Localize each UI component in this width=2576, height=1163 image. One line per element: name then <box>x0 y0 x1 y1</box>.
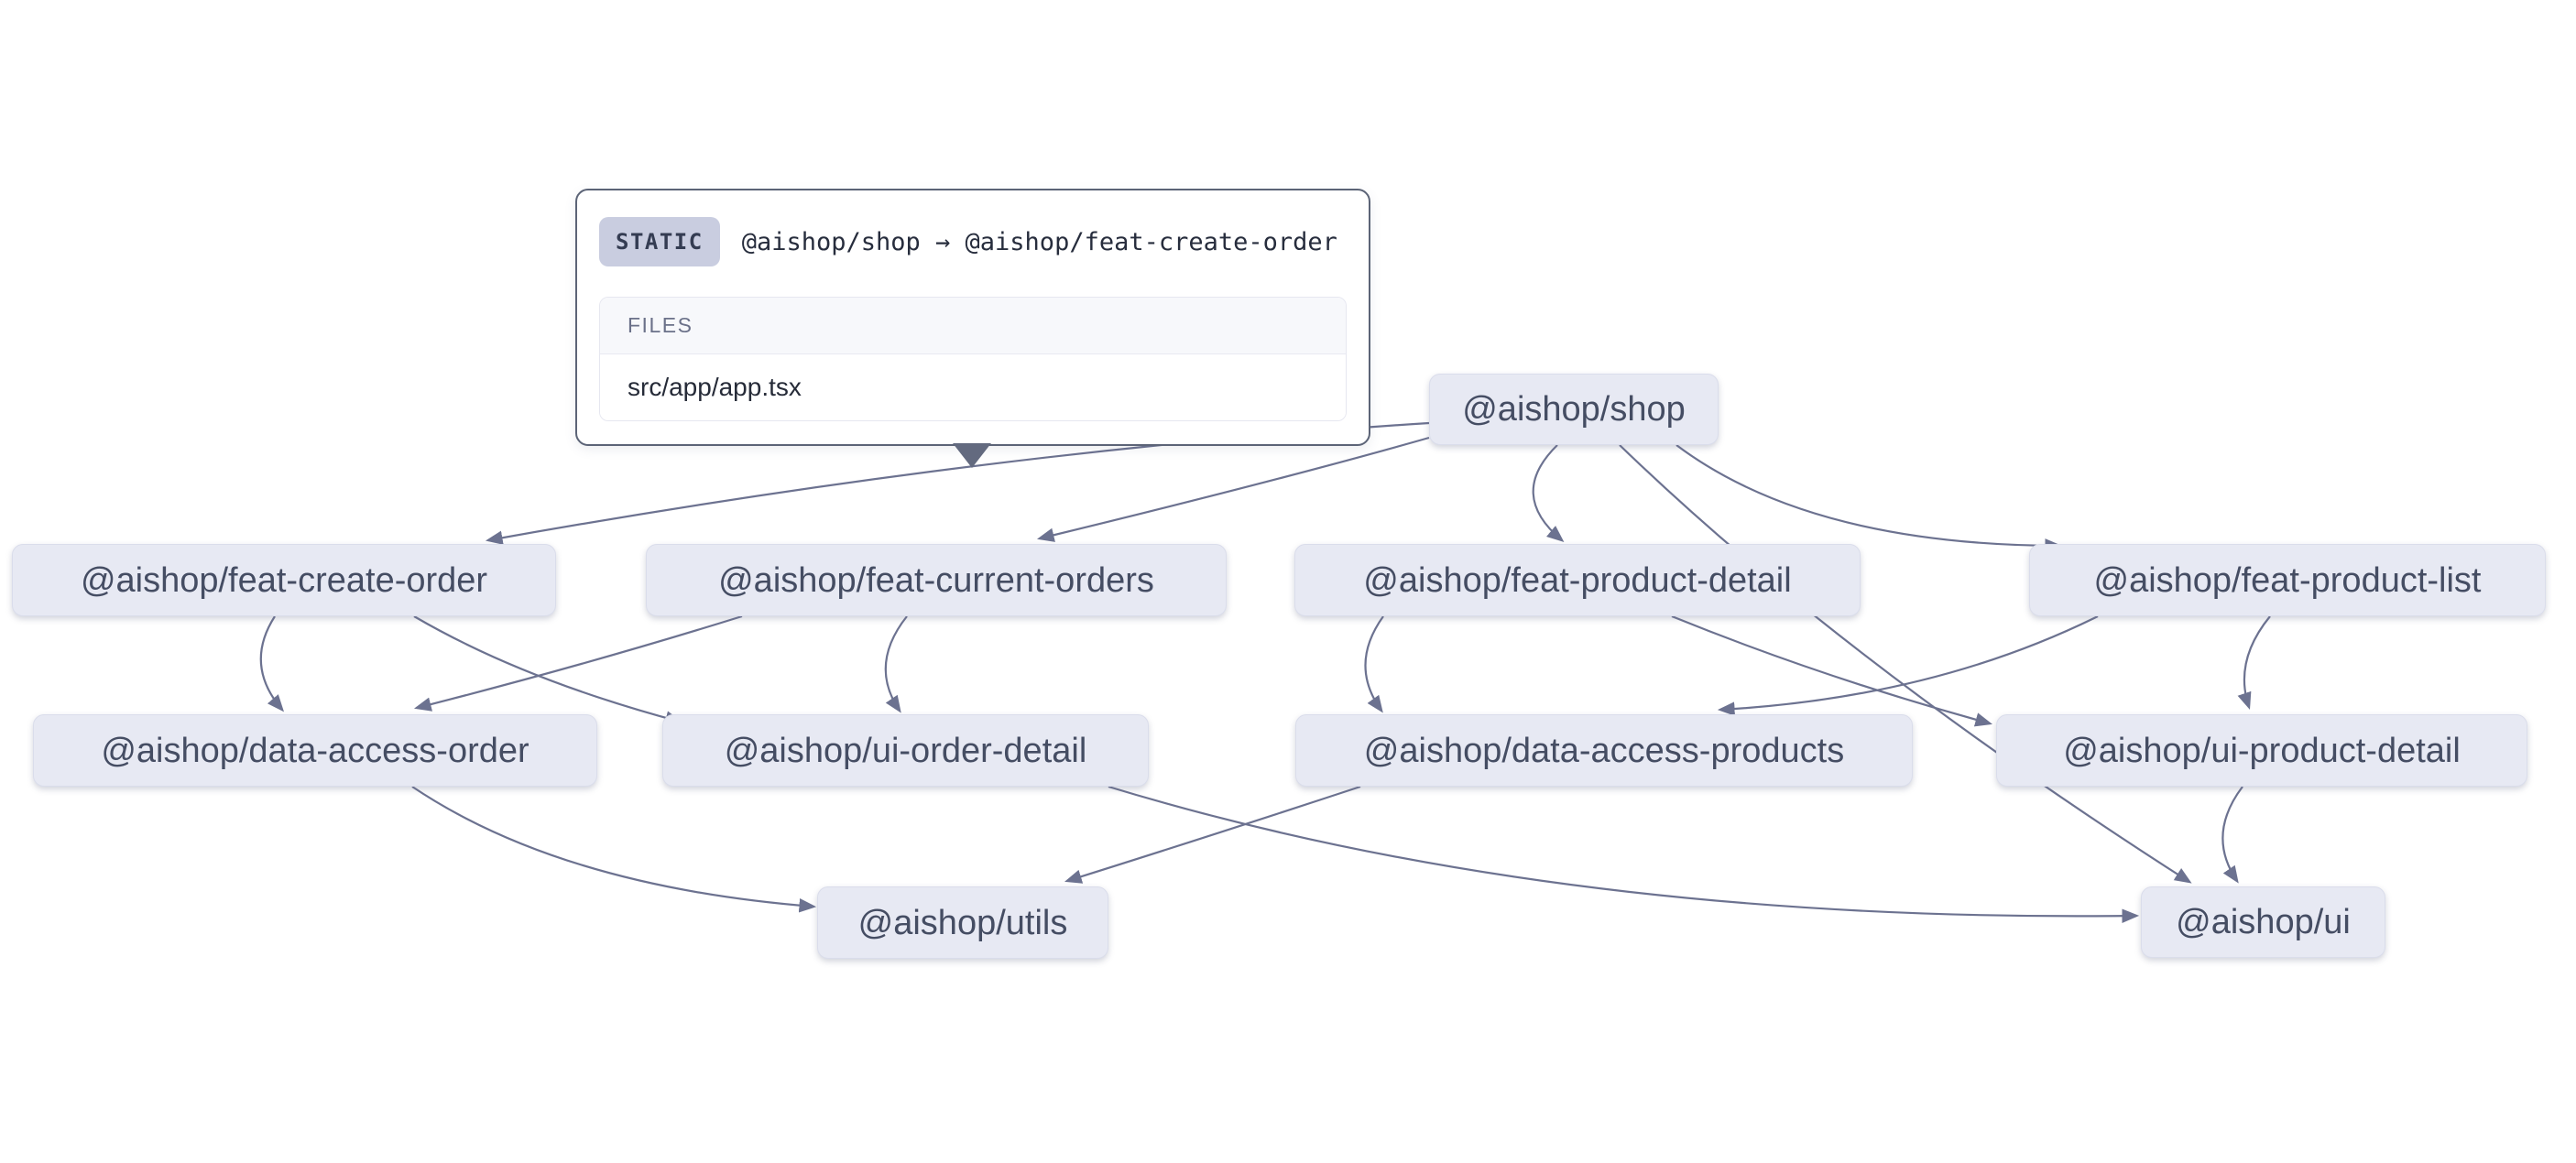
edge-feat-product-detail-to-ui-product-detail[interactable] <box>1671 614 1993 727</box>
graph-node-feat-product-detail[interactable]: @aishop/feat-product-detail <box>1294 544 1861 616</box>
tooltip-pointer-icon <box>953 443 991 468</box>
file-item: src/app/app.tsx <box>600 354 1346 420</box>
edge-shop-to-ui[interactable] <box>1619 444 2192 884</box>
edge-tooltip-content: STATIC @aishop/shop → @aishop/feat-creat… <box>577 190 1369 443</box>
edge-data-access-products-to-utils[interactable] <box>1064 785 1361 884</box>
files-list: src/app/app.tsx <box>600 354 1346 420</box>
edge-feat-create-order-to-data-access-order[interactable] <box>259 615 285 712</box>
graph-node-feat-product-list[interactable]: @aishop/feat-product-list <box>2029 544 2546 616</box>
edge-shop-to-feat-product-list[interactable] <box>1675 444 2063 553</box>
edge-label: @aishop/shop → @aishop/feat-create-order <box>741 227 1337 256</box>
edge-type-badge: STATIC <box>599 217 720 266</box>
edge-feat-current-orders-to-data-access-order[interactable] <box>413 614 743 712</box>
edge-shop-to-feat-current-orders[interactable] <box>1036 436 1430 542</box>
files-panel: FILES src/app/app.tsx <box>599 297 1347 421</box>
edge-feat-product-detail-to-data-access-products[interactable] <box>1364 615 1384 713</box>
graph-node-utils[interactable]: @aishop/utils <box>817 886 1108 959</box>
edge-tooltip-header: STATIC @aishop/shop → @aishop/feat-creat… <box>599 212 1347 271</box>
edge-tooltip: STATIC @aishop/shop → @aishop/feat-creat… <box>575 189 1370 446</box>
graph-node-feat-create-order[interactable]: @aishop/feat-create-order <box>12 544 556 616</box>
graph-node-data-access-products[interactable]: @aishop/data-access-products <box>1295 714 1913 787</box>
edge-ui-product-detail-to-ui[interactable] <box>2221 786 2243 884</box>
edge-shop-to-feat-product-detail[interactable] <box>1532 444 1565 542</box>
graph-node-shop[interactable]: @aishop/shop <box>1429 374 1719 445</box>
graph-node-ui-order-detail[interactable]: @aishop/ui-order-detail <box>662 714 1149 787</box>
edge-feat-product-list-to-ui-product-detail[interactable] <box>2237 615 2271 710</box>
edge-data-access-order-to-utils[interactable] <box>411 786 817 913</box>
graph-node-data-access-order[interactable]: @aishop/data-access-order <box>33 714 597 787</box>
edge-feat-product-list-to-data-access-products[interactable] <box>1717 615 2099 716</box>
edge-ui-order-detail-to-ui[interactable] <box>1108 785 2140 923</box>
files-panel-header: FILES <box>600 298 1346 354</box>
edge-feat-current-orders-to-ui-order-detail[interactable] <box>884 615 908 713</box>
edge-feat-create-order-to-ui-order-detail[interactable] <box>413 615 683 725</box>
graph-node-ui[interactable]: @aishop/ui <box>2141 886 2385 958</box>
graph-node-feat-current-orders[interactable]: @aishop/feat-current-orders <box>646 544 1227 616</box>
graph-node-ui-product-detail[interactable]: @aishop/ui-product-detail <box>1996 714 2527 787</box>
